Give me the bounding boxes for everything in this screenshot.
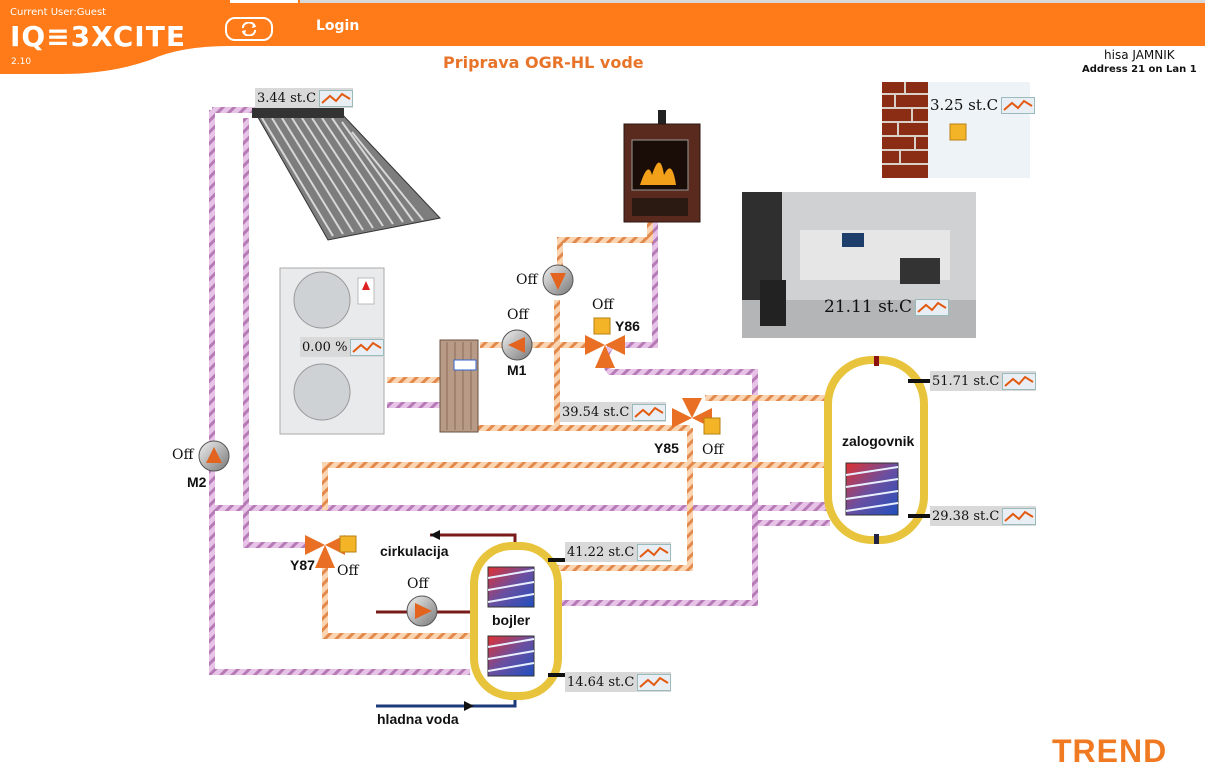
top-border (0, 0, 1205, 3)
app-logo: IQ≡3XCITE (10, 20, 186, 53)
brand-logo: TREND (1052, 733, 1168, 769)
site-name: hisa JAMNIK (1104, 48, 1175, 62)
tank-top-readout[interactable]: 51.71 st.C (930, 371, 1037, 391)
cold-water-arrow (464, 701, 474, 711)
page-title: Priprava OGR-HL vode (443, 53, 644, 72)
y86-state: Off (592, 297, 614, 313)
m2-pump-state: Off (172, 447, 194, 463)
room-temp-value: 21.11 st.C (824, 297, 913, 317)
room-photo (742, 192, 976, 338)
return-pipes (209, 107, 840, 675)
boiler-label: bojler (492, 612, 531, 628)
y87-name: Y87 (290, 557, 315, 573)
storage-tank (824, 356, 930, 544)
tank-label: zalogovnik (842, 433, 915, 449)
site-address: Address 21 on Lan 1 (1082, 64, 1197, 75)
tank-coil (845, 462, 899, 516)
valve-icon[interactable] (305, 535, 357, 568)
refresh-icon (242, 22, 256, 36)
login-link[interactable]: Login (316, 18, 360, 34)
y85-state: Off (702, 442, 724, 458)
boiler-bottom-readout[interactable]: 14.64 st.C (565, 672, 672, 692)
solar-temp-value: 3.44 st.C (257, 90, 317, 106)
solar-collector (252, 108, 441, 241)
pump-icon[interactable] (542, 264, 574, 296)
tank-bottom-value: 29.38 st.C (932, 508, 1000, 524)
logo-panel (0, 0, 300, 74)
current-user-label: Current User:Guest (10, 7, 107, 18)
pump-icon[interactable] (501, 329, 533, 361)
pump-icon[interactable] (198, 440, 230, 472)
room-temp-readout[interactable]: 21.11 st.C (822, 297, 950, 317)
m1-pump-name: M1 (507, 362, 527, 378)
circ-pump-state: Off (407, 576, 429, 592)
supply-pipes (322, 222, 830, 639)
y86-name: Y86 (615, 318, 640, 334)
header-divider (230, 0, 298, 3)
boiler-bottom-value: 14.64 st.C (567, 674, 635, 690)
boiler-tank (470, 542, 568, 700)
solar-temp-readout[interactable]: 3.44 st.C (255, 88, 354, 108)
stove-pump-state: Off (516, 272, 538, 288)
tank-bottom-readout[interactable]: 29.38 st.C (930, 506, 1037, 526)
trend-graph-icon[interactable] (632, 403, 667, 421)
valve-icon[interactable] (585, 317, 625, 368)
circulation-arrow (430, 530, 440, 540)
trend-graph-icon[interactable] (319, 89, 354, 107)
trend-graph-icon[interactable] (1002, 507, 1037, 525)
heat-exchanger (439, 339, 479, 433)
stove (623, 110, 701, 223)
y85-name: Y85 (654, 440, 679, 456)
y87-state: Off (337, 563, 359, 579)
outdoor-temp-value: 3.25 st.C (930, 96, 999, 114)
outdoor-temp-readout[interactable]: 3.25 st.C (928, 95, 1036, 115)
version-label: 2.10 (11, 57, 32, 67)
brick-wall (882, 82, 1030, 178)
trend-graph-icon[interactable] (637, 543, 672, 561)
pump-icon[interactable] (406, 595, 438, 627)
tank-top-value: 51.71 st.C (932, 373, 1000, 389)
boiler-top-readout[interactable]: 41.22 st.C (565, 542, 672, 562)
circulation-label: cirkulacija (380, 543, 449, 559)
trend-graph-icon[interactable] (915, 298, 950, 316)
heatpump-value: 0.00 % (302, 339, 348, 355)
trend-graph-icon[interactable] (350, 338, 385, 356)
trend-graph-icon[interactable] (637, 673, 672, 691)
heatpump-readout[interactable]: 0.00 % (300, 337, 385, 357)
valve-icon[interactable] (672, 398, 721, 435)
m1-pump-state: Off (507, 307, 529, 323)
refresh-button[interactable] (225, 17, 273, 41)
cold-water-label: hladna voda (377, 711, 459, 727)
exchanger-temp-value: 39.54 st.C (562, 404, 630, 420)
m2-pump-name: M2 (187, 474, 207, 490)
exchanger-temp-readout[interactable]: 39.54 st.C (560, 402, 667, 422)
trend-graph-icon[interactable] (1002, 372, 1037, 390)
trend-graph-icon[interactable] (1001, 96, 1036, 114)
boiler-top-value: 41.22 st.C (567, 544, 635, 560)
